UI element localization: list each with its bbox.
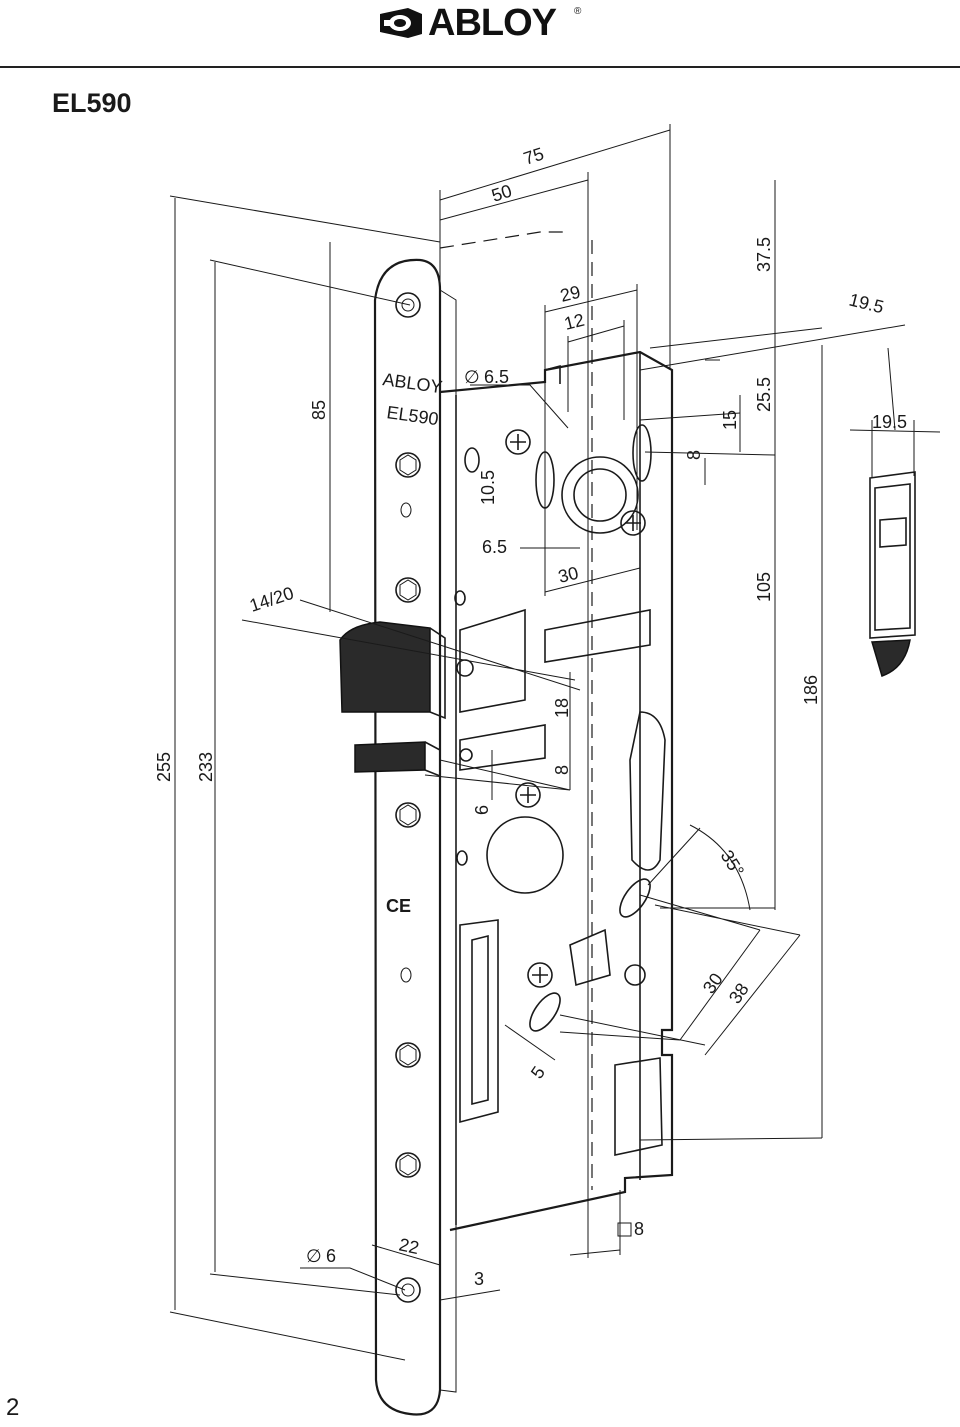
registered-mark: ® (574, 6, 582, 17)
dim-6: 6 (472, 805, 492, 815)
dim-15: 15 (720, 410, 740, 430)
latch-bolt (339, 621, 446, 720)
dim-75: 75 (521, 144, 546, 169)
auxiliary-latch (354, 741, 441, 778)
square-symbol-icon (617, 1222, 632, 1237)
ce-mark: CE (386, 896, 411, 916)
centre-line (439, 231, 570, 249)
dim-30-top: 30 (556, 563, 580, 587)
dim-37-5: 37.5 (754, 237, 774, 272)
dim-38: 38 (725, 979, 753, 1007)
header-rule (0, 66, 960, 68)
dim-3: 3 (474, 1269, 484, 1289)
dim-29: 29 (558, 282, 582, 306)
brand-name: ABLOY (428, 2, 557, 44)
dim-18: 18 (552, 698, 572, 718)
case-internals (454, 424, 666, 1156)
dim-233: 233 (196, 752, 216, 782)
brand-logo: ABLOY ® (378, 2, 588, 44)
dim-85: 85 (309, 400, 329, 420)
dim-12: 12 (562, 310, 586, 334)
phillips-screw-icons (505, 429, 646, 988)
dim-10-5: 10.5 (478, 470, 498, 505)
dim-105: 105 (754, 572, 774, 602)
dim-255: 255 (154, 752, 174, 782)
dim-8-mid: 8 (552, 765, 572, 775)
dimension-labels: 75 50 29 12 ∅ 6.5 10.5 6.5 30 85 14/20 1… (154, 144, 907, 1289)
dim-phi-6-5: 6.5 (484, 367, 509, 387)
dim-25-5: 25.5 (754, 377, 774, 412)
dimension-lines (169, 124, 941, 1361)
dim-35-deg: 35° (717, 847, 748, 881)
dim-186: 186 (801, 675, 821, 705)
page-number: 2 (6, 1394, 20, 1421)
dim-square-8: 8 (634, 1219, 644, 1239)
phi-symbol-icon-2: ∅ (306, 1246, 322, 1266)
dim-8-right: 8 (684, 450, 704, 460)
phi-symbol-icon: ∅ (464, 367, 480, 387)
dim-5: 5 (527, 1063, 549, 1083)
key-icon (380, 8, 422, 38)
side-view (869, 471, 916, 677)
dim-19-5-side: 19.5 (872, 412, 907, 432)
dim-6-5: 6.5 (482, 537, 507, 557)
dim-19-5-top: 19.5 (847, 289, 886, 317)
dim-14-20: 14/20 (247, 583, 296, 616)
dim-30-low: 30 (699, 969, 727, 997)
faceplate (373, 258, 457, 1416)
dim-phi-6: 6 (326, 1246, 336, 1266)
dim-22: 22 (397, 1234, 421, 1258)
model-title: EL590 (52, 88, 132, 118)
